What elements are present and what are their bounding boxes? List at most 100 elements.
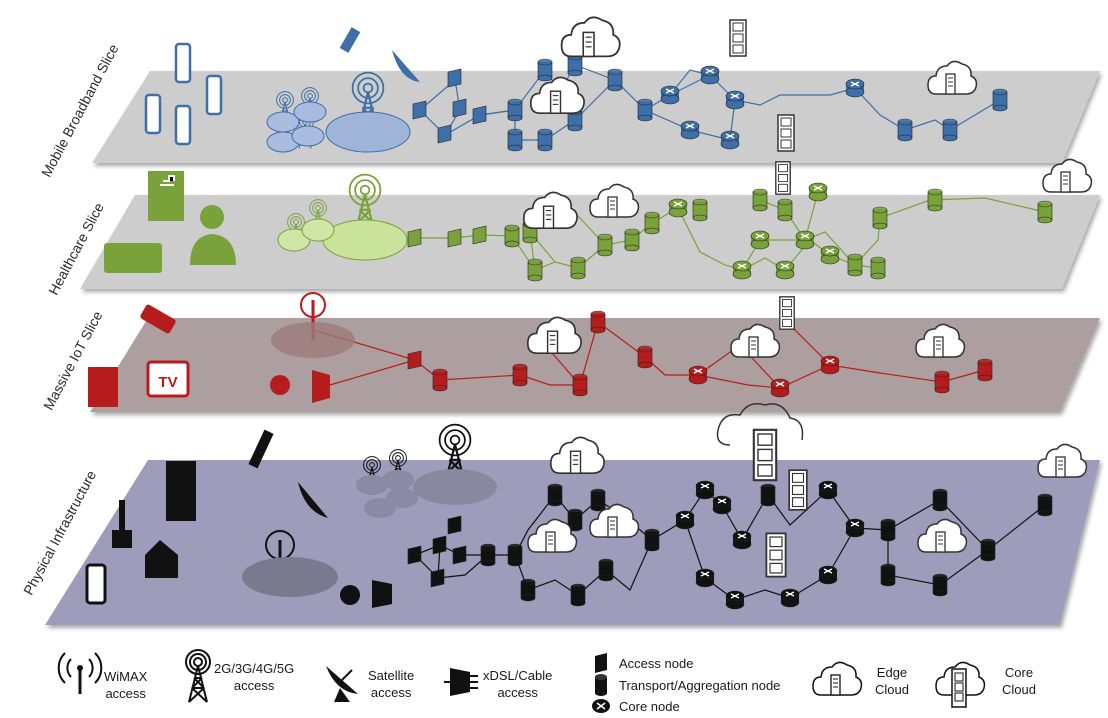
access-node — [447, 68, 462, 88]
core-node-legend-icon — [592, 699, 610, 713]
access-node — [452, 98, 467, 118]
access-node — [447, 228, 462, 248]
smartphone-icon — [144, 93, 162, 135]
transport-node — [570, 583, 586, 607]
transport-node — [752, 188, 768, 212]
transport-node — [624, 228, 640, 252]
network-link — [887, 530, 989, 586]
edge-cloud-icon — [915, 323, 966, 358]
satellite-legend-text: Satellite access — [368, 668, 415, 700]
building-icon — [166, 461, 196, 521]
hospital-icon — [148, 171, 184, 221]
transport-node — [597, 233, 613, 257]
core-node — [770, 378, 790, 398]
core-node — [780, 588, 800, 608]
core-node — [818, 565, 838, 585]
core-cloud-icon — [765, 532, 787, 578]
transport-node — [637, 98, 653, 122]
svg-text:TV: TV — [158, 374, 177, 391]
xdsl-legend-icon — [444, 668, 478, 696]
transport-node — [590, 488, 606, 512]
edge-cloud-icon — [522, 191, 578, 230]
transport-node — [777, 198, 793, 222]
core-node — [712, 495, 732, 515]
core-node — [820, 245, 840, 265]
core-cloud-icon — [788, 469, 808, 511]
coffee-machine-icon — [88, 367, 118, 407]
edge-cloud-icon — [1037, 443, 1088, 478]
access-node-legend-text: Access node — [619, 656, 694, 671]
transport-node — [1037, 200, 1053, 224]
transport-node — [644, 528, 660, 552]
transport-node — [692, 198, 708, 222]
network-link — [644, 99, 736, 141]
transport-node — [760, 483, 776, 507]
wimax-legend-text: WiMAX access — [104, 669, 148, 701]
access-node — [437, 124, 452, 144]
transport-node — [980, 538, 996, 562]
smartphone-icon — [174, 104, 192, 146]
edge-cloud-icon — [527, 518, 578, 553]
transport-node — [507, 543, 523, 567]
access-node — [472, 225, 487, 245]
core-node — [725, 590, 745, 610]
core-cloud-icon — [779, 296, 795, 330]
transport-node — [607, 68, 623, 92]
network-link — [419, 78, 461, 136]
tv-icon: TV — [146, 360, 190, 398]
transport-node — [598, 558, 614, 582]
core-node-legend-text: Core node — [619, 699, 680, 714]
transport-node — [512, 363, 528, 387]
xdsl-legend-text: xDSL/Cable access — [483, 668, 553, 700]
transport-node-legend-icon — [595, 674, 607, 696]
core-node — [720, 130, 740, 150]
transport-node — [934, 370, 950, 394]
edge-cloud-legend-text: Edge Cloud — [875, 665, 909, 697]
smartphone-icon — [174, 42, 192, 84]
edge-cloud-icon — [529, 76, 585, 115]
cellular-legend-text: 2G/3G/4G/5G access — [214, 661, 295, 693]
camera-icon — [140, 304, 176, 334]
satellite-dish-legend-icon — [326, 666, 358, 702]
access-node-legend-icon — [595, 653, 607, 673]
edge-cloud-icon — [917, 518, 968, 553]
core-node — [775, 260, 795, 280]
transport-node — [590, 310, 606, 334]
transport-node — [872, 206, 888, 230]
access-node — [412, 100, 427, 120]
network-link — [312, 320, 986, 389]
transport-node — [942, 118, 958, 142]
core-node — [808, 182, 828, 202]
transport-node-legend-text: Transport/Aggregation node — [619, 678, 781, 693]
cellular-tower-legend-icon — [185, 649, 211, 703]
network-link — [414, 554, 489, 579]
transport-node — [870, 256, 886, 280]
access-node — [430, 568, 445, 588]
robot-arm-icon — [112, 500, 132, 548]
transport-node — [847, 253, 863, 277]
transport-node — [527, 258, 543, 282]
access-node — [452, 545, 467, 565]
transport-node — [1037, 493, 1053, 517]
core-node — [668, 198, 688, 218]
transport-node — [932, 488, 948, 512]
transport-node — [880, 518, 896, 542]
core-cloud-legend-text: Core Cloud — [1002, 665, 1036, 697]
transport-node — [932, 573, 948, 597]
core-node — [818, 480, 838, 500]
transport-node — [644, 211, 660, 235]
satellite-dish-icon — [392, 50, 420, 82]
transport-node — [507, 98, 523, 122]
core-node — [750, 230, 770, 250]
ambulance-icon — [104, 243, 162, 273]
legend — [57, 649, 986, 713]
core-node — [695, 568, 715, 588]
core-node — [660, 85, 680, 105]
xdsl-icon — [340, 580, 392, 608]
access-node — [472, 105, 487, 125]
edge-cloud-icon — [589, 503, 640, 538]
core-cloud-icon — [716, 403, 804, 446]
core-node — [845, 78, 865, 98]
core-cloud-icon — [752, 428, 778, 482]
